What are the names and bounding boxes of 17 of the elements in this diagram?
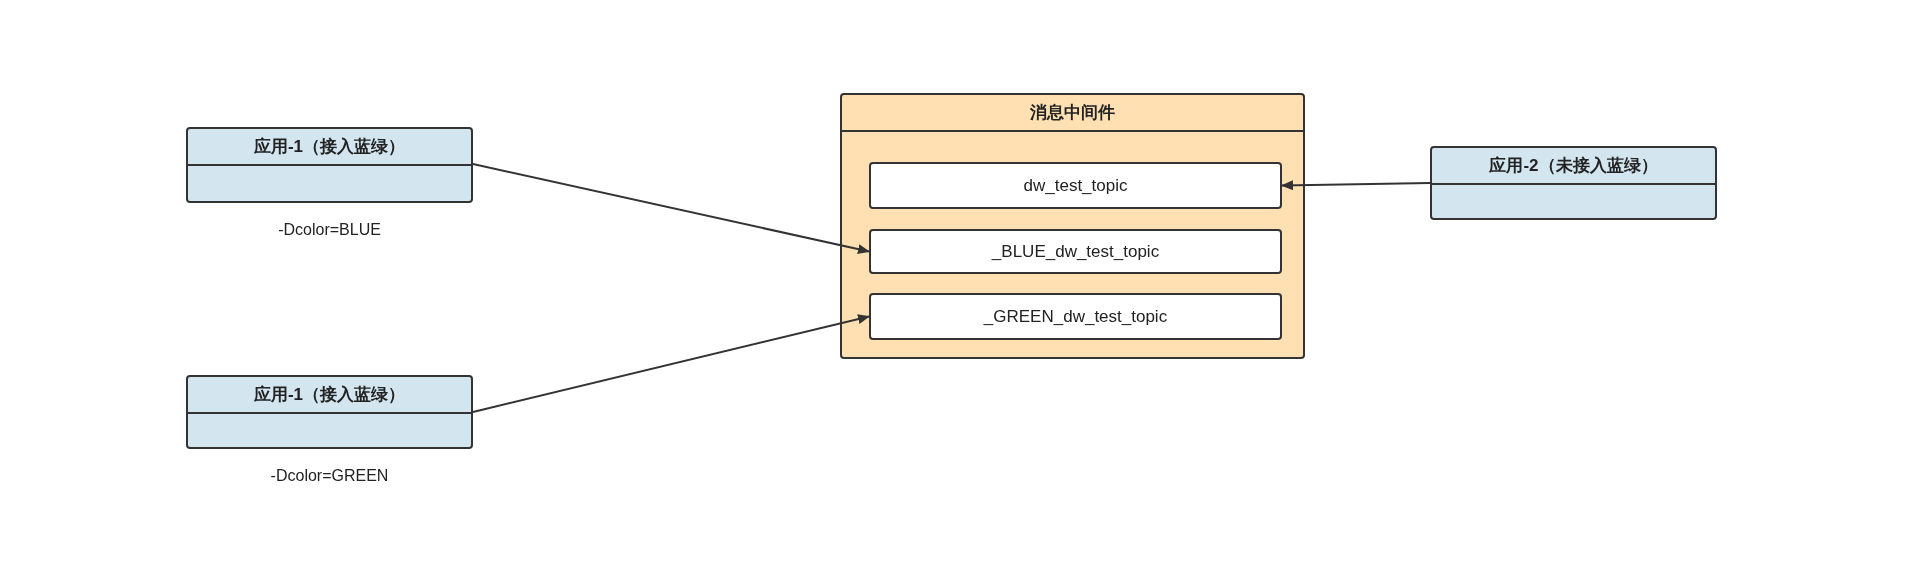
topic-name: dw_test_topic [1023,175,1128,196]
jvm-parameter: -Dcolor=GREEN [270,467,389,485]
topic-name: _BLUE_dw_test_topic [991,241,1160,262]
topic-box [869,293,1282,340]
container-box [840,93,1305,359]
component-box [1430,146,1717,220]
topic-box [869,162,1282,209]
box-title: 消息中间件 [1030,102,1115,124]
box-title: 应用-1（接入蓝绿） [253,384,406,406]
arrow [1281,180,1431,191]
arrow [472,163,870,254]
box-title: 应用-2（未接入蓝绿） [1489,155,1658,177]
topic-box [869,229,1282,274]
arrow [472,314,870,413]
jvm-parameter: -Dcolor=BLUE [278,221,381,239]
topic-name: _GREEN_dw_test_topic [983,306,1168,327]
box-title: 应用-1（接入蓝绿） [253,136,406,158]
